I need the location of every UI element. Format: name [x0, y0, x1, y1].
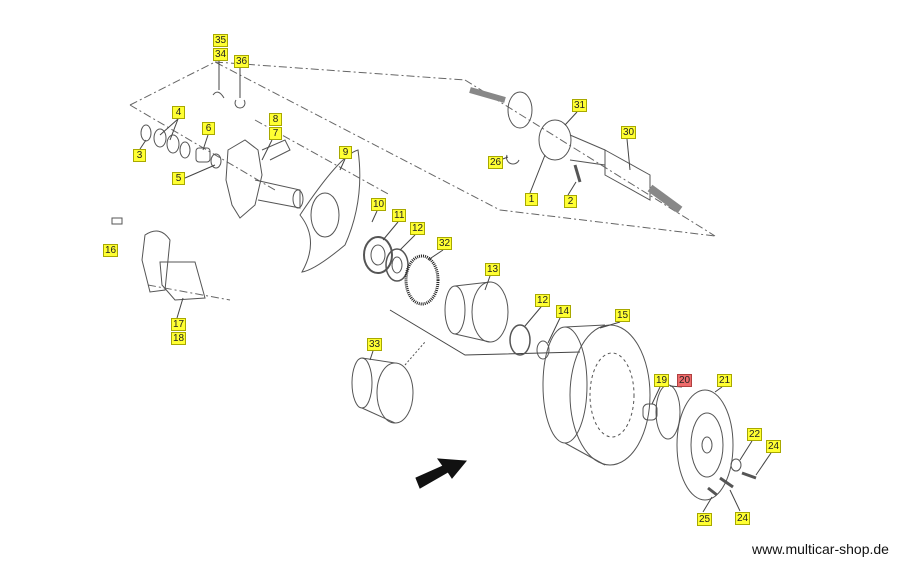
part-label-18[interactable]: 18: [171, 332, 187, 345]
part-label-32[interactable]: 32: [437, 237, 453, 250]
direction-arrow: [415, 458, 468, 489]
brake-disc: [542, 324, 651, 466]
steering-knuckle: [212, 91, 304, 219]
part-label-10[interactable]: 10: [371, 198, 387, 211]
part-label-26[interactable]: 26: [488, 156, 504, 169]
wheel-flange: [676, 389, 734, 501]
part-label-16[interactable]: 16: [103, 244, 119, 257]
part-label-36[interactable]: 36: [234, 55, 250, 68]
part-label-11[interactable]: 11: [392, 209, 407, 222]
drive-shaft: [469, 87, 683, 214]
part-label-14[interactable]: 14: [556, 305, 572, 318]
seal-rings: [140, 124, 222, 169]
part-label-33[interactable]: 33: [367, 338, 383, 351]
part-label-19[interactable]: 19: [654, 374, 670, 387]
dust-shield: [299, 149, 361, 273]
part-label-22[interactable]: 22: [747, 428, 763, 441]
part-label-24b[interactable]: 24: [735, 512, 751, 525]
part-label-3[interactable]: 3: [133, 149, 146, 162]
part-label-12b[interactable]: 12: [535, 294, 551, 307]
part-label-24[interactable]: 24: [766, 440, 782, 453]
part-label-31[interactable]: 31: [572, 99, 588, 112]
part-label-7[interactable]: 7: [269, 127, 282, 140]
part-label-25[interactable]: 25: [697, 513, 713, 526]
wheel-hub: [444, 281, 509, 343]
part-label-13[interactable]: 13: [485, 263, 501, 276]
assembly-boundary: [129, 61, 716, 301]
part-label-20-highlighted[interactable]: 20: [677, 374, 693, 387]
part-label-30[interactable]: 30: [621, 126, 637, 139]
part-label-8[interactable]: 8: [269, 113, 282, 126]
part-label-2[interactable]: 2: [564, 195, 577, 208]
alternate-hub: [351, 357, 414, 424]
part-label-1[interactable]: 1: [525, 193, 538, 206]
part-label-17[interactable]: 17: [171, 318, 187, 331]
website-watermark: www.multicar-shop.de: [752, 541, 889, 557]
part-label-6[interactable]: 6: [202, 122, 215, 135]
part-label-21[interactable]: 21: [717, 374, 733, 387]
part-label-4[interactable]: 4: [172, 106, 185, 119]
part-label-12[interactable]: 12: [410, 222, 426, 235]
brake-caliper: [111, 217, 206, 301]
part-label-34[interactable]: 34: [213, 48, 229, 61]
part-label-5[interactable]: 5: [172, 172, 185, 185]
part-label-9[interactable]: 9: [339, 146, 352, 159]
part-label-15[interactable]: 15: [615, 309, 631, 322]
part-label-35[interactable]: 35: [213, 34, 229, 47]
